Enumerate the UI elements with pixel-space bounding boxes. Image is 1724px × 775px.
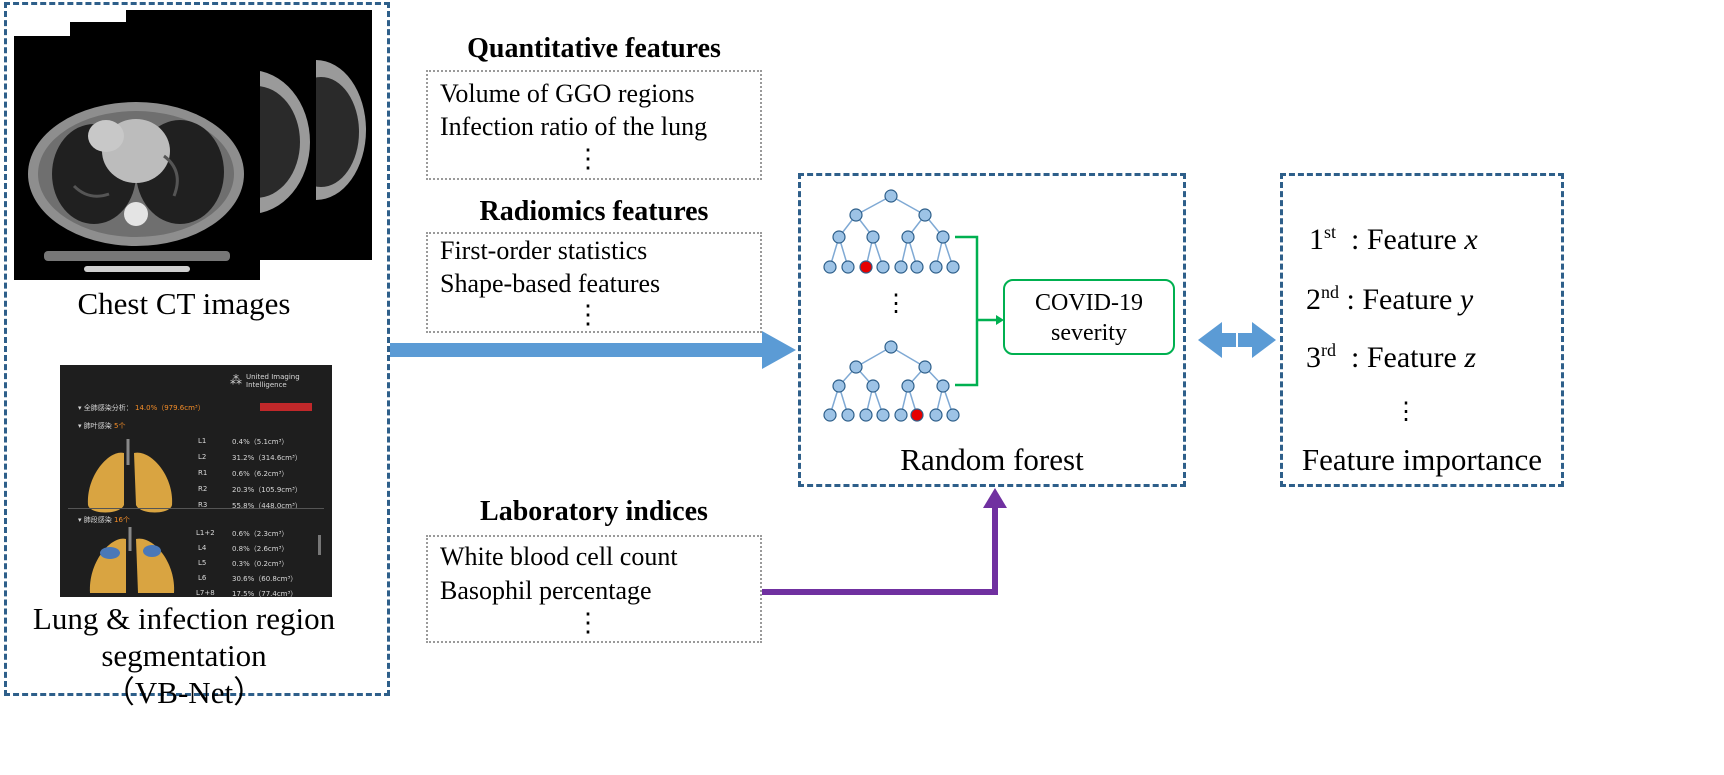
severity-badge <box>260 403 312 411</box>
green-arrowhead <box>996 315 1004 325</box>
lobe-value: 0.6%（6.2cm³） <box>232 470 289 478</box>
brand-name: United Imaging Intelligence <box>246 373 300 389</box>
quantitative-features-box <box>426 70 762 180</box>
lobe-row: L2 <box>198 453 207 461</box>
laboratory-item: Basophil percentage <box>440 576 652 605</box>
laboratory-heading: Laboratory indices <box>480 496 708 527</box>
lobe-row: L1 <box>198 437 207 445</box>
double-arrow <box>1198 322 1276 358</box>
laboratory-indices-box <box>426 535 762 643</box>
segment-value: 0.6%（2.3cm³） <box>232 530 289 538</box>
radiomics-features-box <box>426 232 762 333</box>
tree-bottom-highlight-node <box>910 408 924 422</box>
tree-bottom-edges <box>829 346 954 416</box>
feature-importance-caption: Feature importance <box>1301 442 1543 477</box>
lobe-row: R2 <box>198 485 208 493</box>
lobe-row: R3 <box>198 501 208 509</box>
tree-top-nodes <box>823 189 960 274</box>
importance-more: ⋮ <box>1394 399 1418 425</box>
ct-slice-front <box>14 36 260 280</box>
ct-image <box>28 102 244 272</box>
lobe-value: 0.4%（5.1cm³） <box>232 438 289 446</box>
tree-bottom-nodes <box>823 340 960 422</box>
lobe-value: 20.3%（105.9cm³） <box>232 486 302 494</box>
random-forest-caption: Random forest <box>900 442 1084 477</box>
lung-segments-icon <box>89 527 175 593</box>
quantitative-heading: Quantitative features <box>467 33 721 64</box>
divider <box>68 508 324 509</box>
purple-arrowhead <box>983 488 1007 508</box>
quantitative-item: Volume of GGO regions <box>440 79 695 108</box>
segment-row: L7+8 <box>196 589 215 597</box>
forest-more: ⋮ <box>884 291 908 317</box>
segment-value: 30.6%（60.8cm³） <box>232 575 298 583</box>
segment-value: 0.8%（2.6cm³） <box>232 545 289 553</box>
radiomics-more: ⋮ <box>575 300 601 329</box>
segment-row: L5 <box>198 559 207 567</box>
random-forest-box <box>798 173 1186 487</box>
severity-output-box: COVID-19 severity <box>1003 279 1175 355</box>
lung-lobes-icon <box>87 439 173 513</box>
segment-value: 0.3%（0.2cm³） <box>232 560 289 568</box>
segment-value: 17.5%（77.4cm³） <box>232 590 298 597</box>
rank-1: 1st : Feature x <box>1309 222 1478 256</box>
radiomics-item: Shape-based features <box>440 269 661 298</box>
segment-row: L4 <box>198 544 207 552</box>
tree-top-highlight-node <box>859 260 873 274</box>
rank-3: 3rd : Feature z <box>1306 340 1476 374</box>
ct-caption: Chest CT images <box>77 286 291 321</box>
lobe-row: R1 <box>198 469 208 477</box>
blue-arrow <box>390 331 796 369</box>
laboratory-more: ⋮ <box>575 608 601 637</box>
lobe-value: 31.2%（314.6cm³） <box>232 454 302 462</box>
whole-lung-label: ▾ 全肺感染分析： 14.0%（979.6cm³） <box>78 404 205 412</box>
segment-section-label: ▾ 肺段感染 16个 <box>78 516 130 524</box>
scrollbar <box>318 535 321 555</box>
quantitative-more: ⋮ <box>575 144 601 173</box>
tree-top-edges <box>829 195 954 268</box>
input-panel <box>4 2 390 696</box>
brand-logo-icon: ⁂ <box>230 373 242 387</box>
laboratory-item: White blood cell count <box>440 542 678 571</box>
purple-arrow <box>762 503 998 595</box>
segment-row: L1+2 <box>196 529 215 537</box>
segmentation-screenshot: ⁂ United Imaging Intelligence ▾ 全肺感染分析： … <box>60 365 332 597</box>
segmentation-caption: Lung & infection region segmentation （VB… <box>32 601 336 710</box>
radiomics-item: First-order statistics <box>440 236 648 265</box>
lobe-value: 55.8%（448.0cm³） <box>232 502 302 510</box>
severity-line: COVID-19 <box>1035 290 1143 316</box>
green-connector <box>955 235 997 387</box>
segment-row: L6 <box>198 574 207 582</box>
rank-2: 2nd : Feature y <box>1306 282 1474 316</box>
feature-importance-box <box>1280 173 1564 487</box>
radiomics-heading: Radiomics features <box>479 196 709 227</box>
severity-line: severity <box>1051 320 1127 346</box>
lobe-section-label: ▾ 肺叶感染 5个 <box>78 422 126 430</box>
quantitative-item: Infection ratio of the lung <box>440 112 708 141</box>
